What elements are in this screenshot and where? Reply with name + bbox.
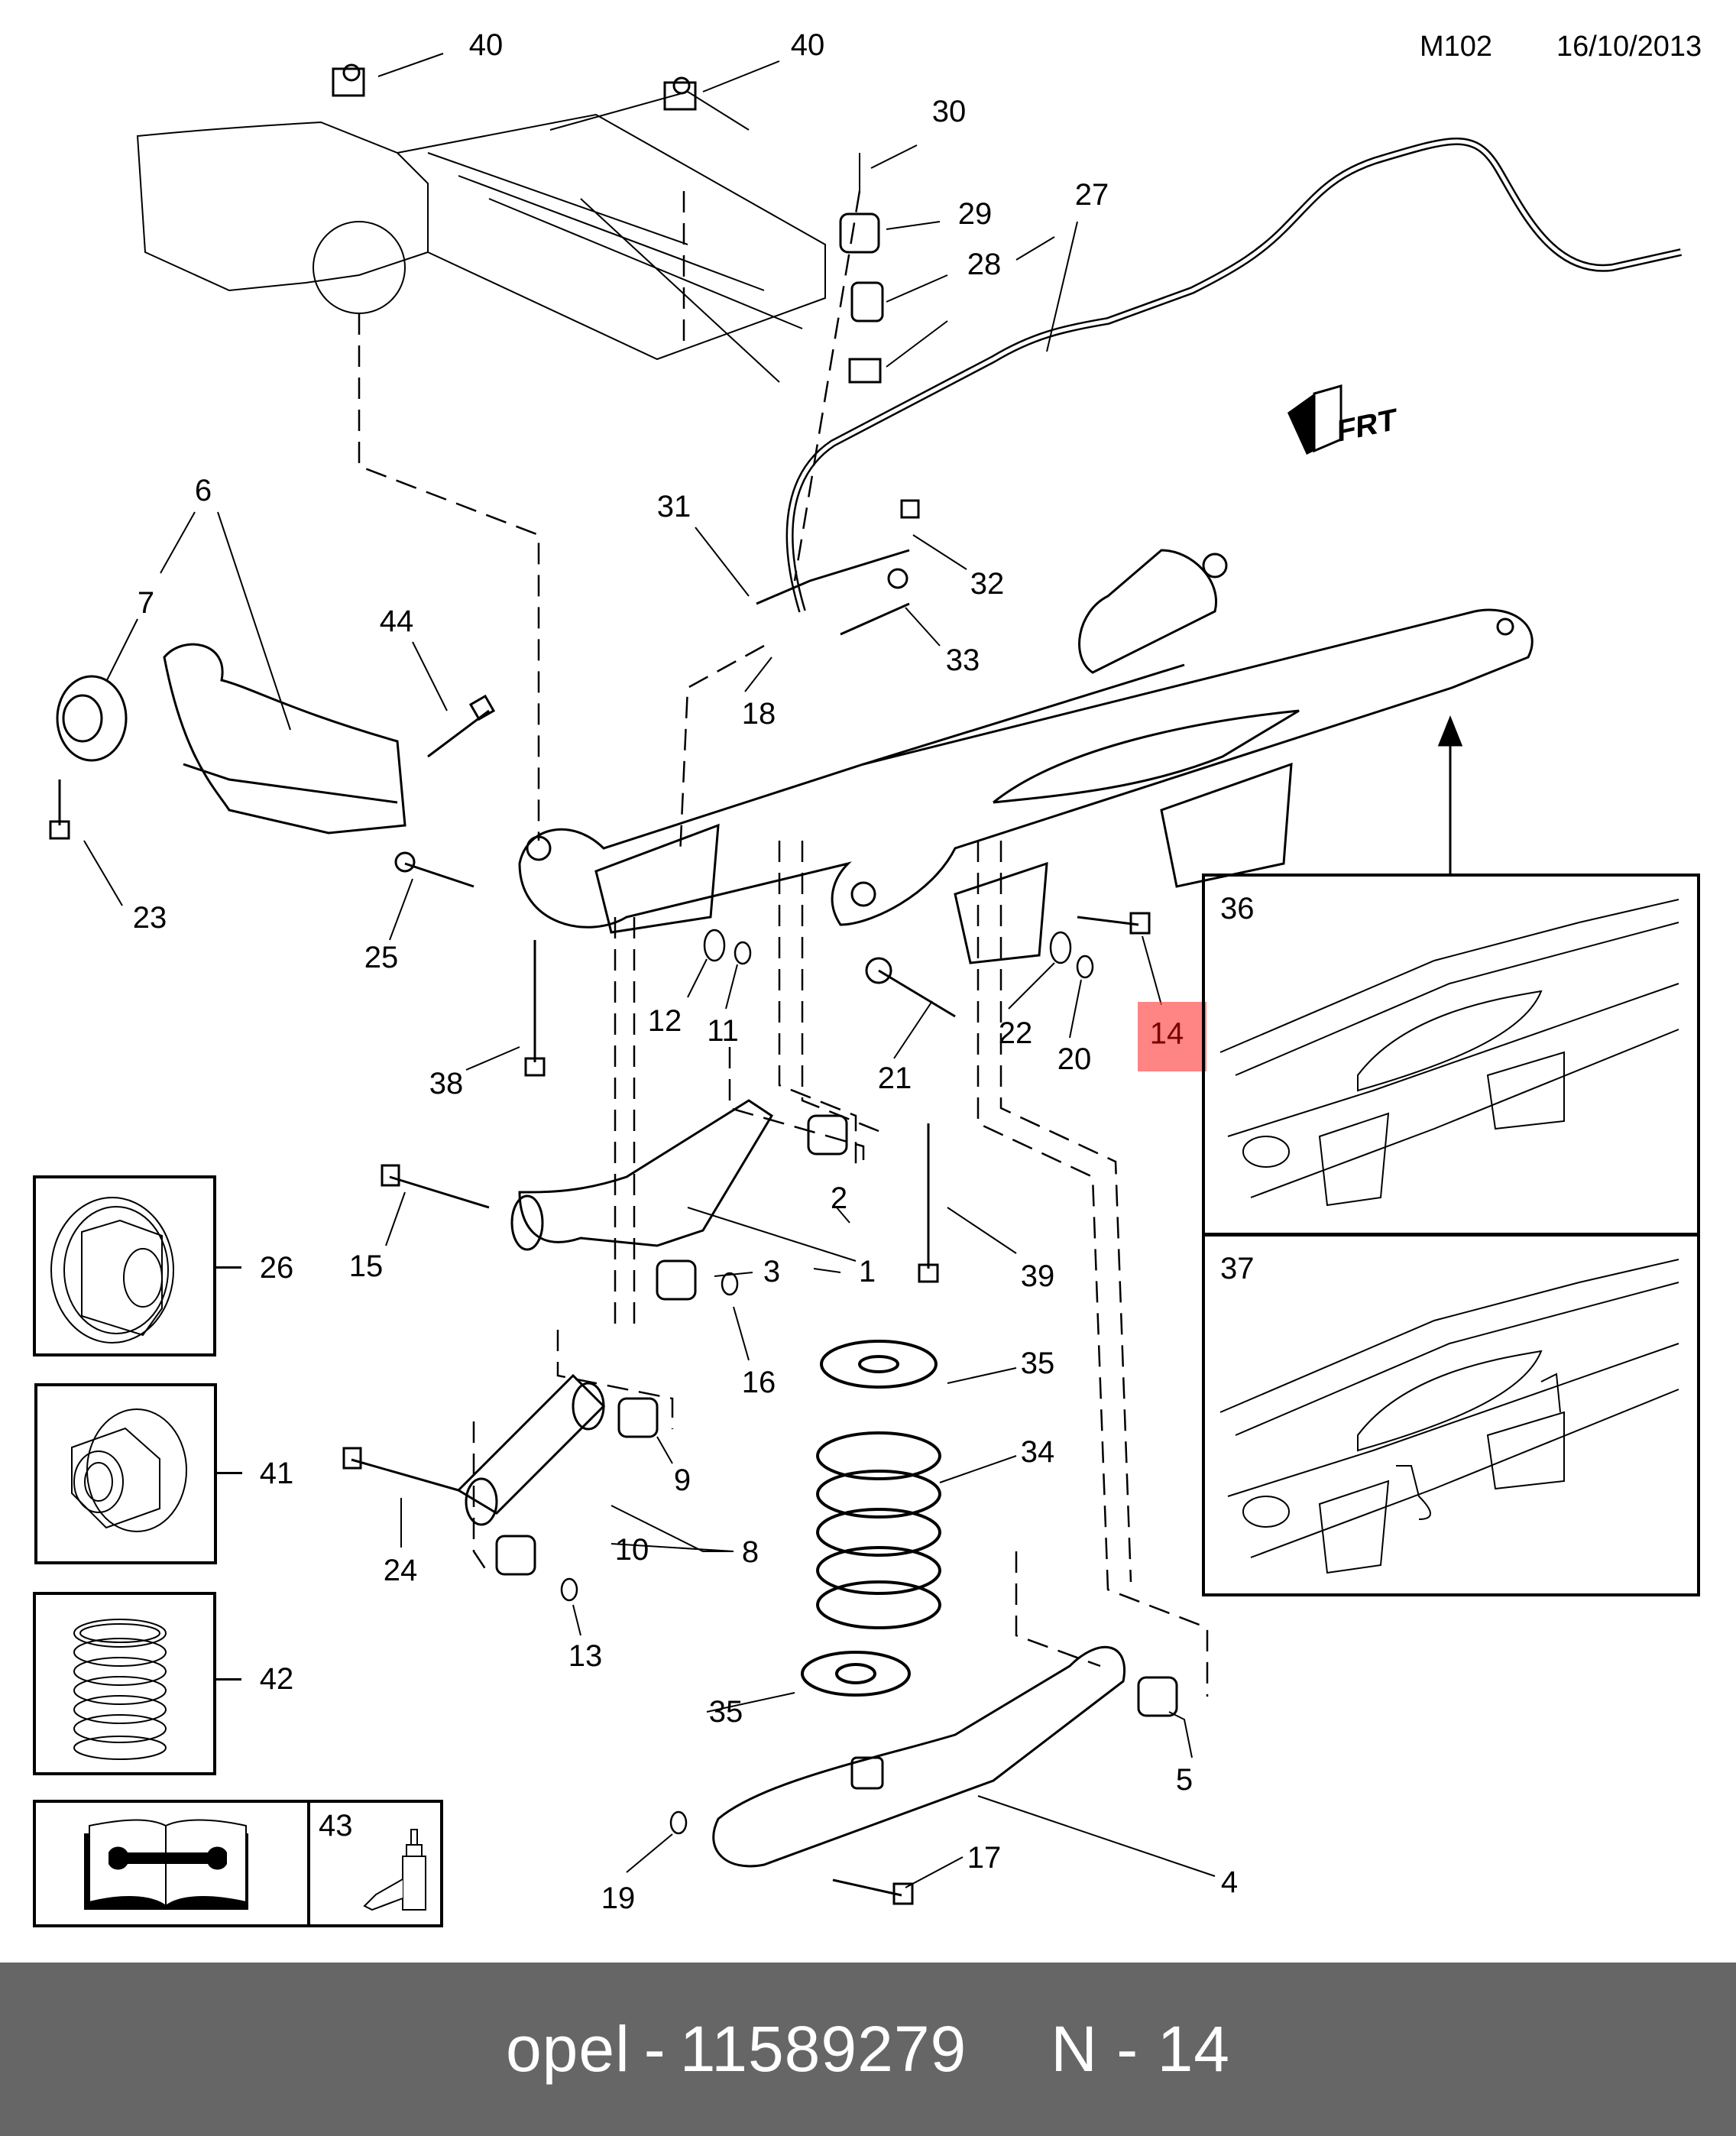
callout-1: 1 <box>858 1255 876 1288</box>
flange-nut-small-icon <box>71 1408 187 1532</box>
legend-box-26 <box>33 1175 216 1356</box>
legend-box-41 <box>34 1383 217 1564</box>
callout-3: 3 <box>763 1255 781 1288</box>
callout-22: 22 <box>998 1016 1033 1050</box>
callout-24: 24 <box>383 1554 418 1587</box>
callout-4: 4 <box>1220 1865 1239 1899</box>
callout-39: 39 <box>1020 1259 1055 1293</box>
callout-40: 40 <box>790 28 825 62</box>
callout-34: 34 <box>1020 1435 1055 1469</box>
callout-33: 33 <box>945 643 980 677</box>
body-frame-drawing <box>136 90 826 383</box>
callout-6: 6 <box>194 474 212 507</box>
nut-40-left-drawing <box>332 63 365 97</box>
callout-7: 7 <box>137 586 155 620</box>
inset-36-label: 36 <box>1220 892 1255 925</box>
brand-separator: - <box>643 2013 666 2085</box>
callout-25: 25 <box>364 941 399 974</box>
legend-42-label: 42 <box>259 1662 294 1696</box>
callout-10: 10 <box>614 1533 649 1567</box>
callout-27: 27 <box>1074 178 1109 212</box>
lower-control-arm-drawing <box>712 1645 1178 1868</box>
lower-link-drawing <box>456 1373 659 1576</box>
legend-box-42 <box>33 1592 216 1775</box>
front-direction-marker: FRT <box>1284 378 1421 466</box>
highlighted-callout-box[interactable] <box>1138 1002 1206 1071</box>
callout-8: 8 <box>741 1535 760 1569</box>
legend-divider <box>307 1803 310 1924</box>
inset-37-label: 37 <box>1220 1252 1255 1285</box>
legend-26-leader <box>216 1266 241 1269</box>
callout-20: 20 <box>1057 1042 1092 1076</box>
callout-16: 16 <box>741 1366 776 1399</box>
callout-28: 28 <box>967 248 1002 281</box>
diagram-date: 16/10/2013 <box>1556 31 1702 63</box>
legend-26-label: 26 <box>259 1251 294 1285</box>
legend-43-label: 43 <box>319 1809 353 1843</box>
callout-15: 15 <box>348 1250 384 1283</box>
diagram-lines <box>49 53 1683 1905</box>
part-number-banner: opel - 11589279 N - 14 <box>0 1963 1736 2136</box>
parts-diagram: M102 16/10/2013 <box>33 28 1702 1927</box>
callout-30: 30 <box>931 95 967 128</box>
inset-37: 37 <box>1202 1233 1700 1596</box>
callout-35: 35 <box>1020 1347 1055 1380</box>
coil-spring-drawing <box>801 1340 941 1697</box>
callout-18: 18 <box>741 697 776 731</box>
callout-5: 5 <box>1175 1763 1194 1797</box>
flange-nut-large-icon <box>50 1197 174 1344</box>
diagram-code: M102 <box>1420 31 1493 63</box>
legend-box-manual-adhesive: 43 <box>33 1800 443 1927</box>
callout-23: 23 <box>132 901 167 935</box>
diagram-reference: N - 14 <box>1051 2013 1231 2085</box>
callout-32: 32 <box>970 567 1005 601</box>
callout-40: 40 <box>468 28 504 62</box>
callout-12: 12 <box>647 1004 682 1038</box>
legend-42-leader <box>216 1678 241 1681</box>
callout-17: 17 <box>967 1841 1002 1875</box>
adhesive-bottle-icon <box>363 1829 426 1911</box>
crossmember-variant-b-drawing <box>1219 1259 1679 1574</box>
legend-41-label: 41 <box>259 1457 294 1490</box>
callout-38: 38 <box>429 1067 464 1100</box>
callout-19: 19 <box>601 1882 636 1915</box>
callout-2: 2 <box>830 1181 848 1215</box>
nut-40-right-drawing <box>663 76 697 111</box>
callout-9: 9 <box>673 1463 691 1497</box>
crossmember-drawing <box>518 549 1534 964</box>
frt-arrow-icon <box>1287 384 1342 455</box>
callout-13: 13 <box>568 1639 603 1673</box>
upper-arm-drawing <box>510 1099 848 1301</box>
trailing-arm-drawing <box>56 643 406 835</box>
callout-21: 21 <box>877 1062 912 1095</box>
spring-sleeve-icon <box>73 1619 167 1760</box>
part-number: 11589279 <box>679 2013 967 2085</box>
callout-31: 31 <box>656 490 691 523</box>
callout-29: 29 <box>957 197 993 231</box>
callout-35: 35 <box>708 1695 743 1729</box>
brand-name: opel <box>505 2013 630 2085</box>
inset-36: 36 <box>1202 874 1700 1236</box>
callout-14-highlighted[interactable]: 14 <box>1149 1016 1184 1051</box>
callout-44: 44 <box>379 604 414 638</box>
crossmember-variant-a-drawing <box>1219 899 1679 1207</box>
legend-41-leader <box>217 1472 242 1474</box>
callout-11: 11 <box>707 1014 739 1048</box>
service-manual-wrench-icon <box>84 1819 248 1910</box>
